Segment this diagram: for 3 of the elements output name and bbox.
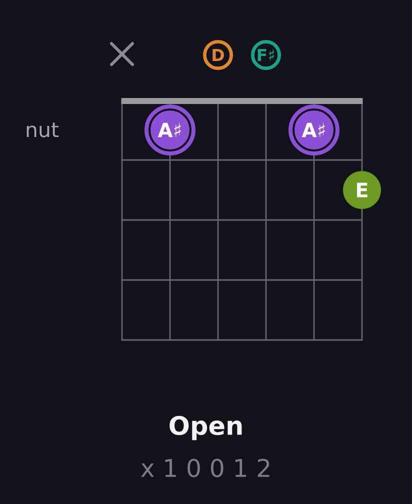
chord-name: Open [170,416,242,440]
side-label: nut [26,122,59,138]
fingering-text: x 1 0 0 1 2 [141,458,270,478]
